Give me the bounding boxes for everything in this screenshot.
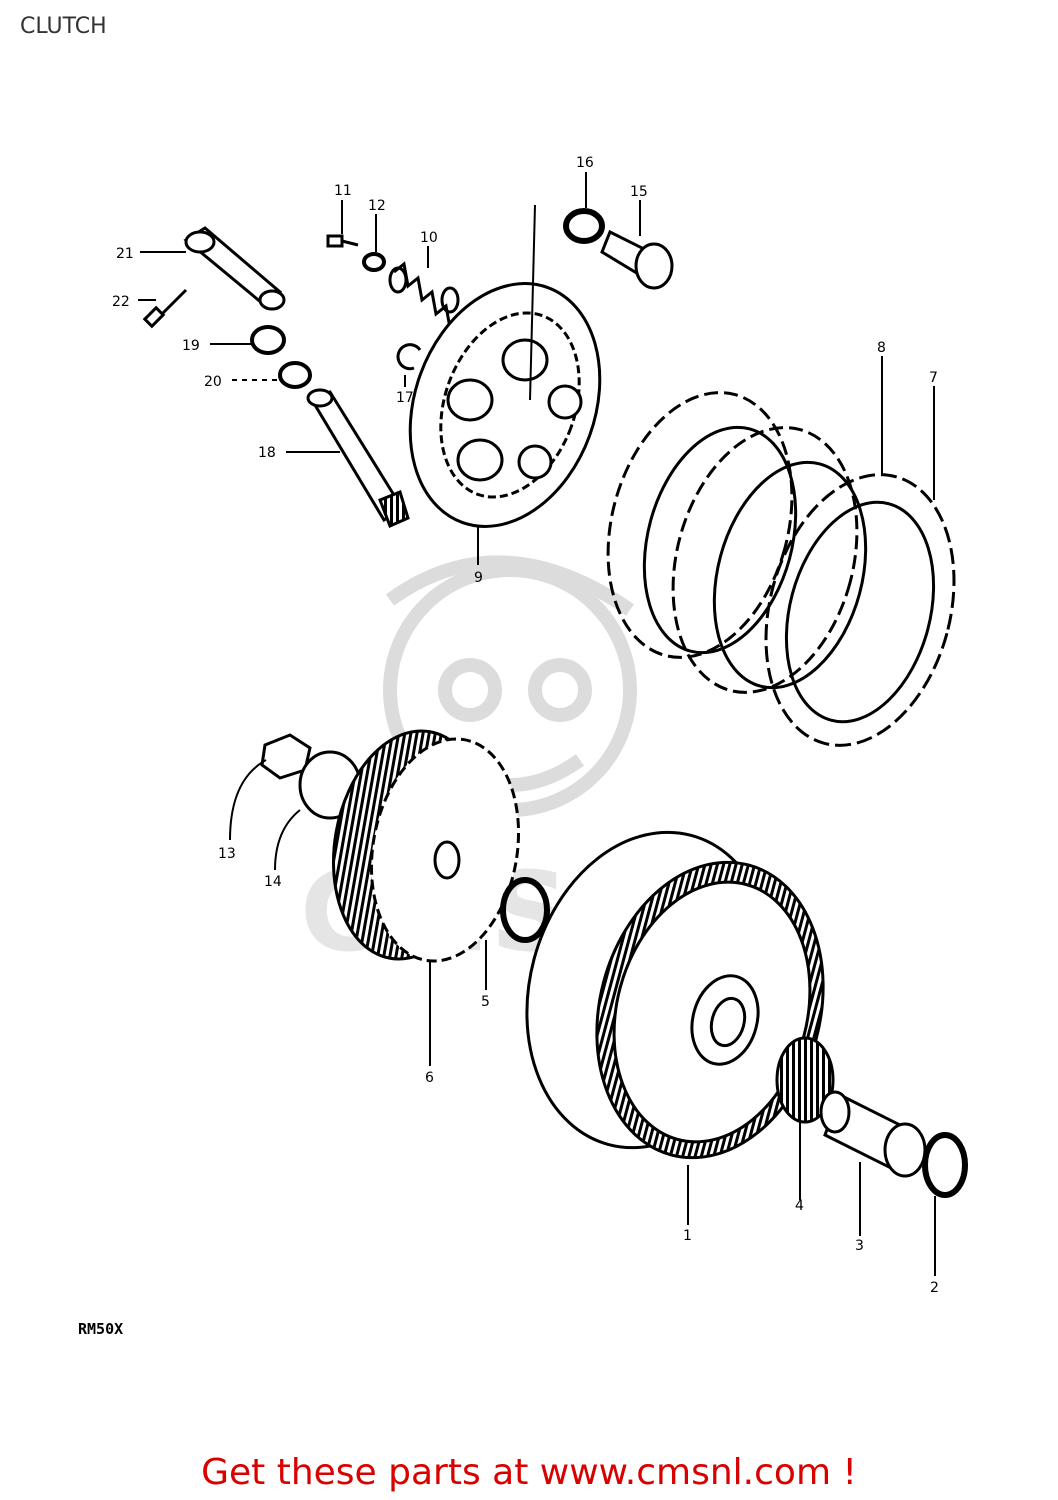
part-17-circlip xyxy=(396,343,422,371)
callout-20: 20 xyxy=(204,374,222,390)
callout-4: 4 xyxy=(795,1198,804,1214)
part-15-pushrod-piece xyxy=(600,229,674,290)
cta-link[interactable]: Get these parts at www.cmsnl.com ! xyxy=(201,1452,857,1493)
page-title: CLUTCH xyxy=(20,14,107,39)
part-7-friction-plate xyxy=(764,473,956,747)
callout-12: 12 xyxy=(368,198,386,214)
part-19-seal xyxy=(250,325,286,355)
part-20-washer xyxy=(278,361,312,389)
callout-5: 5 xyxy=(481,994,490,1010)
callout-8: 8 xyxy=(877,340,886,356)
part-4-kick-gear xyxy=(775,1036,835,1124)
callout-2: 2 xyxy=(930,1280,939,1296)
callout-13: 13 xyxy=(218,846,236,862)
part-12-washer xyxy=(362,252,386,272)
callout-labels: 21 22 19 20 18 11 12 10 16 15 17 9 8 7 1… xyxy=(112,155,939,1296)
callout-16: 16 xyxy=(576,155,594,171)
leader-lines xyxy=(138,172,936,1276)
part-16-washer xyxy=(563,208,605,244)
callout-19: 19 xyxy=(182,338,200,354)
callout-10: 10 xyxy=(420,230,438,246)
part-1-clutch-housing xyxy=(525,830,825,1160)
part-9-pressure-plate xyxy=(408,204,602,528)
callout-7: 7 xyxy=(929,370,938,386)
part-6-primary-gear xyxy=(331,729,521,963)
part-10-clutch-spring xyxy=(388,261,460,329)
part-21-release-lever xyxy=(183,226,286,311)
part-11-screw xyxy=(326,234,359,248)
callout-22: 22 xyxy=(112,294,130,310)
part-8-clutch-plates xyxy=(606,391,868,694)
part-5-thrust-washer xyxy=(500,877,550,943)
callout-1: 1 xyxy=(683,1228,692,1244)
model-code: RM50X xyxy=(78,1320,124,1338)
callout-17: 17 xyxy=(396,390,414,406)
callout-21: 21 xyxy=(116,246,134,262)
callout-9: 9 xyxy=(474,570,483,586)
part-22-bolt xyxy=(142,288,188,329)
part-2-washer xyxy=(922,1132,968,1198)
callout-15: 15 xyxy=(630,184,648,200)
part-18-release-shaft xyxy=(306,388,410,529)
callout-6: 6 xyxy=(425,1070,434,1086)
callout-3: 3 xyxy=(855,1238,864,1254)
callout-14: 14 xyxy=(264,874,282,890)
callout-11: 11 xyxy=(334,183,352,199)
part-3-spacer xyxy=(819,1090,927,1178)
callout-18: 18 xyxy=(258,445,276,461)
